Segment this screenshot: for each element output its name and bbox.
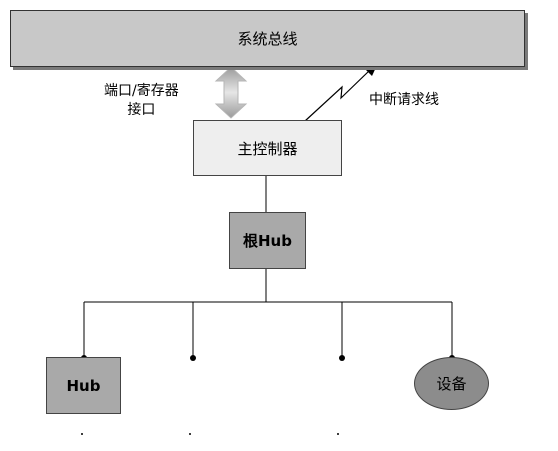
interrupt-line (304, 69, 371, 122)
system-bus: 系统总线 (10, 10, 525, 67)
ellipsis-dot (81, 433, 83, 435)
ellipsis-dot (189, 433, 191, 435)
port-register-line2: 接口 (127, 102, 156, 118)
interrupt-label: 中断请求线 (369, 92, 439, 108)
hub: Hub (46, 357, 121, 414)
host-controller: 主控制器 (193, 120, 342, 176)
port-register-arrow (214, 66, 248, 119)
device-label: 设备 (436, 375, 467, 393)
port-dot (339, 355, 345, 361)
hub-label: Hub (66, 376, 101, 395)
system-bus-label: 系统总线 (237, 30, 298, 48)
device: 设备 (414, 357, 489, 410)
host-controller-label: 主控制器 (237, 139, 298, 158)
root-hub-label: 根Hub (243, 232, 292, 250)
port-register-label: 端口/寄存器 接口 (104, 82, 179, 120)
ellipsis-dot (337, 433, 339, 435)
port-register-line1: 端口/寄存器 (104, 83, 179, 99)
root-hub: 根Hub (229, 212, 306, 269)
port-dot (190, 355, 196, 361)
